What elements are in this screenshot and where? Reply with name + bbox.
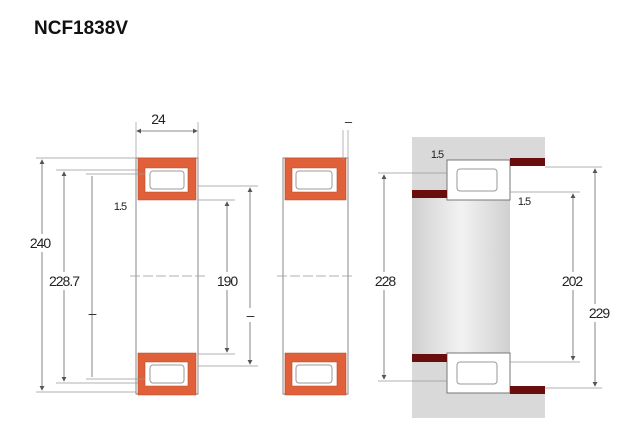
bearing-title: NCF1838V [34,18,128,39]
shaft-202-label: 202 [562,273,584,289]
bearing-side-view [277,130,352,396]
bore-label: 190 [217,273,239,289]
housing-229-label: 229 [589,305,611,321]
dash-left-label: – [89,305,97,321]
chamfer-left-label: 1.5 [114,201,127,213]
width-label: 24 [151,111,166,127]
outer-diameter-label: 240 [30,235,52,251]
chamfer-right-label: 1.5 [518,196,531,208]
mounting-view [412,137,545,418]
bearing-section-view [130,157,205,396]
dash-mid-top-label: – [345,114,353,129]
housing-shoulder-top [510,158,545,166]
chamfer-top-label: 1.5 [431,149,444,161]
outer-raceway-label: 228.7 [49,273,80,289]
housing-228-label: 228 [375,273,397,289]
dash-mid-right-label: – [247,307,255,323]
